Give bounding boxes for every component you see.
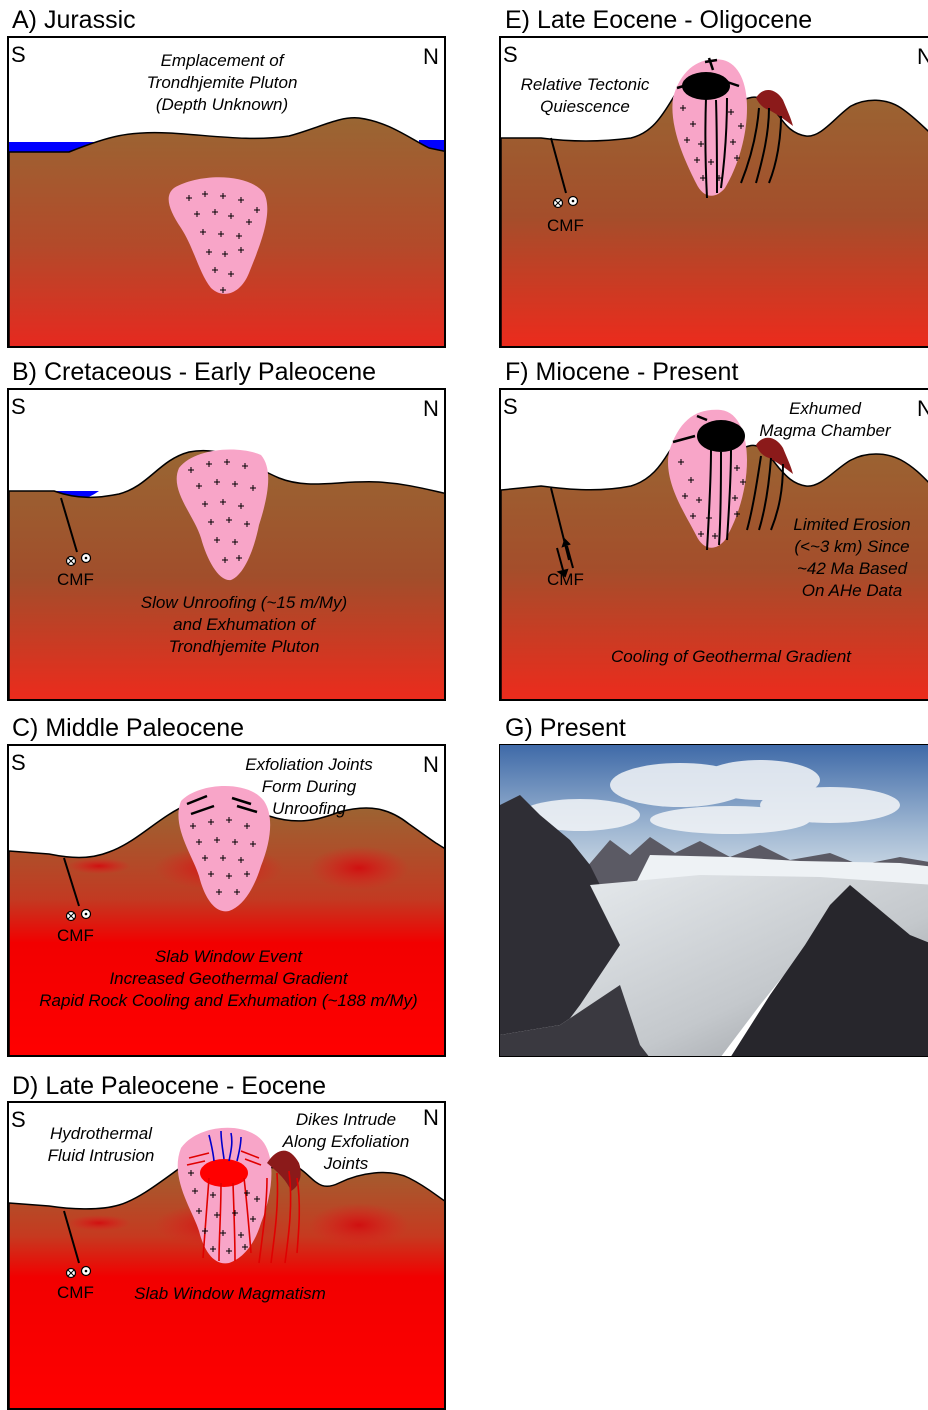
- heat-anomaly-right: [309, 1203, 409, 1247]
- south-label: S: [11, 42, 26, 68]
- panel-a-title: A) Jurassic: [12, 6, 136, 34]
- north-label: N: [423, 1105, 439, 1131]
- heat-anomaly-left: [67, 1215, 131, 1231]
- cmf-label: CMF: [57, 926, 94, 946]
- cmf-label: CMF: [57, 1283, 94, 1303]
- heat-anomaly-right: [309, 846, 409, 890]
- erosion-note: Limited Erosion(<~3 km) Since~42 Ma Base…: [777, 514, 927, 602]
- glacier-photo: [500, 745, 928, 1057]
- panel-b-cross-section: S N CMF Slow Unroofing (~15 m/My)and Exh…: [7, 388, 446, 701]
- unroofing-note: Slow Unroofing (~15 m/My)and Exhumation …: [129, 592, 359, 658]
- panel-e-title: E) Late Eocene - Oligocene: [505, 6, 812, 34]
- south-label: S: [11, 394, 26, 420]
- cooling-note: Cooling of Geothermal Gradient: [581, 646, 881, 668]
- cmf-label: CMF: [57, 570, 94, 590]
- panel-f-title: F) Miocene - Present: [505, 358, 738, 386]
- north-label: N: [423, 396, 439, 422]
- panel-b-title: B) Cretaceous - Early Paleocene: [12, 358, 376, 386]
- magma-chamber: [682, 72, 730, 100]
- north-label: N: [423, 44, 439, 70]
- magmatism-note: Slab Window Magmatism: [115, 1283, 345, 1305]
- cmf-label: CMF: [547, 570, 584, 590]
- south-label: S: [503, 42, 518, 68]
- panel-g-title: G) Present: [505, 714, 626, 742]
- panel-c-title: C) Middle Paleocene: [12, 714, 244, 742]
- south-label: S: [11, 1107, 26, 1133]
- panel-g-photograph: [499, 744, 928, 1057]
- magma-chamber: [200, 1159, 248, 1187]
- south-label: S: [11, 750, 26, 776]
- north-label: N: [423, 752, 439, 778]
- panel-d-title: D) Late Paleocene - Eocene: [12, 1072, 326, 1100]
- north-label: N: [917, 44, 928, 70]
- north-label: N: [917, 396, 928, 422]
- cmf-label: CMF: [547, 216, 584, 236]
- heat-anomaly-left: [67, 858, 131, 874]
- magma-chamber: [697, 420, 745, 452]
- south-label: S: [503, 394, 518, 420]
